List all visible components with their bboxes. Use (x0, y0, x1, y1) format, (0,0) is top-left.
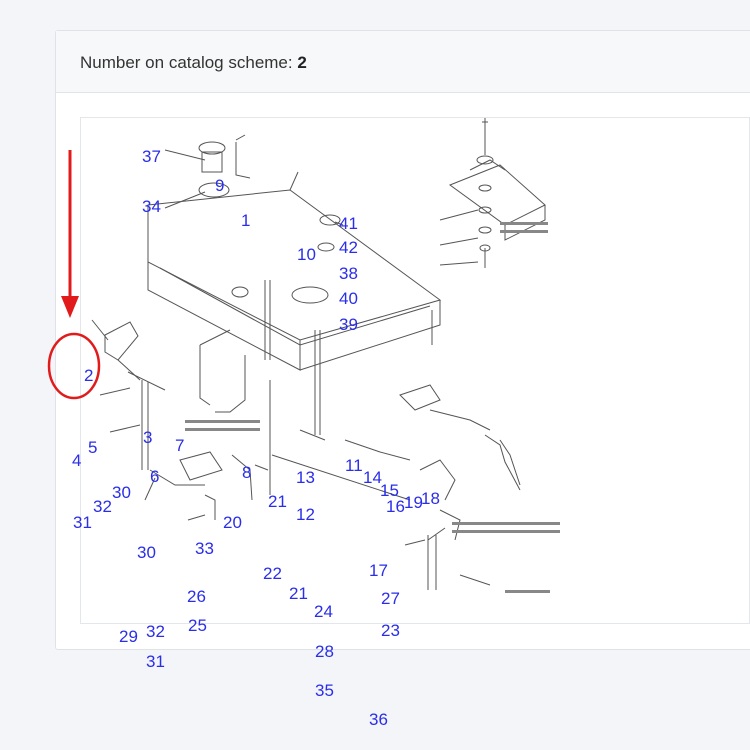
callout-2[interactable]: 2 (84, 366, 94, 385)
panel-header: Number on catalog scheme: 2 (56, 31, 750, 93)
title-label: Number on catalog scheme: (80, 53, 298, 72)
callout-23[interactable]: 23 (381, 621, 400, 640)
callout-32-b[interactable]: 32 (146, 622, 165, 641)
callout-31-a[interactable]: 31 (73, 513, 92, 532)
callout-6[interactable]: 6 (150, 467, 160, 486)
callout-22[interactable]: 22 (263, 564, 282, 583)
callout-26[interactable]: 26 (187, 587, 206, 606)
callout-29[interactable]: 29 (119, 627, 138, 646)
callout-17[interactable]: 17 (369, 561, 388, 580)
callout-40[interactable]: 40 (339, 289, 358, 308)
callout-8[interactable]: 8 (242, 463, 252, 482)
callout-41[interactable]: 41 (339, 214, 358, 233)
callout-11[interactable]: 11 (345, 456, 363, 475)
callout-30-a[interactable]: 30 (112, 483, 131, 502)
callout-35[interactable]: 35 (315, 681, 334, 700)
callout-7[interactable]: 7 (175, 436, 185, 455)
red-arrow-icon (61, 150, 79, 318)
callout-38[interactable]: 38 (339, 264, 358, 283)
callout-37[interactable]: 37 (142, 147, 161, 166)
callout-33[interactable]: 33 (195, 539, 214, 558)
callout-18[interactable]: 18 (421, 489, 440, 508)
callout-5[interactable]: 5 (88, 438, 98, 457)
callout-1[interactable]: 1 (241, 211, 251, 230)
callout-3[interactable]: 3 (143, 428, 153, 447)
callout-27[interactable]: 27 (381, 589, 400, 608)
callout-31-b[interactable]: 31 (146, 652, 165, 671)
panel-title: Number on catalog scheme: 2 (80, 53, 307, 73)
callout-12[interactable]: 12 (296, 505, 315, 524)
callout-24[interactable]: 24 (314, 602, 333, 621)
callout-21-a[interactable]: 21 (268, 492, 287, 511)
callout-14[interactable]: 14 (363, 468, 382, 487)
callout-15[interactable]: 15 (380, 481, 399, 500)
title-value: 2 (297, 53, 307, 72)
callout-30-b[interactable]: 30 (137, 543, 156, 562)
callout-28[interactable]: 28 (315, 642, 334, 661)
callout-21-b[interactable]: 21 (289, 584, 308, 603)
callout-13[interactable]: 13 (296, 468, 315, 487)
callout-4[interactable]: 4 (72, 451, 82, 470)
callout-39[interactable]: 39 (339, 315, 358, 334)
callout-10[interactable]: 10 (297, 245, 316, 264)
diagram-frame (80, 117, 750, 624)
callout-34[interactable]: 34 (142, 197, 161, 216)
callout-25[interactable]: 25 (188, 616, 207, 635)
callout-19[interactable]: 19 (404, 493, 423, 512)
top-strip (0, 0, 750, 14)
callout-20[interactable]: 20 (223, 513, 242, 532)
callout-16[interactable]: 16 (386, 497, 405, 516)
callout-32-a[interactable]: 32 (93, 497, 112, 516)
callout-42[interactable]: 42 (339, 238, 358, 257)
red-circle-icon (47, 332, 101, 400)
callout-9[interactable]: 9 (215, 176, 225, 195)
callout-36[interactable]: 36 (369, 710, 388, 729)
